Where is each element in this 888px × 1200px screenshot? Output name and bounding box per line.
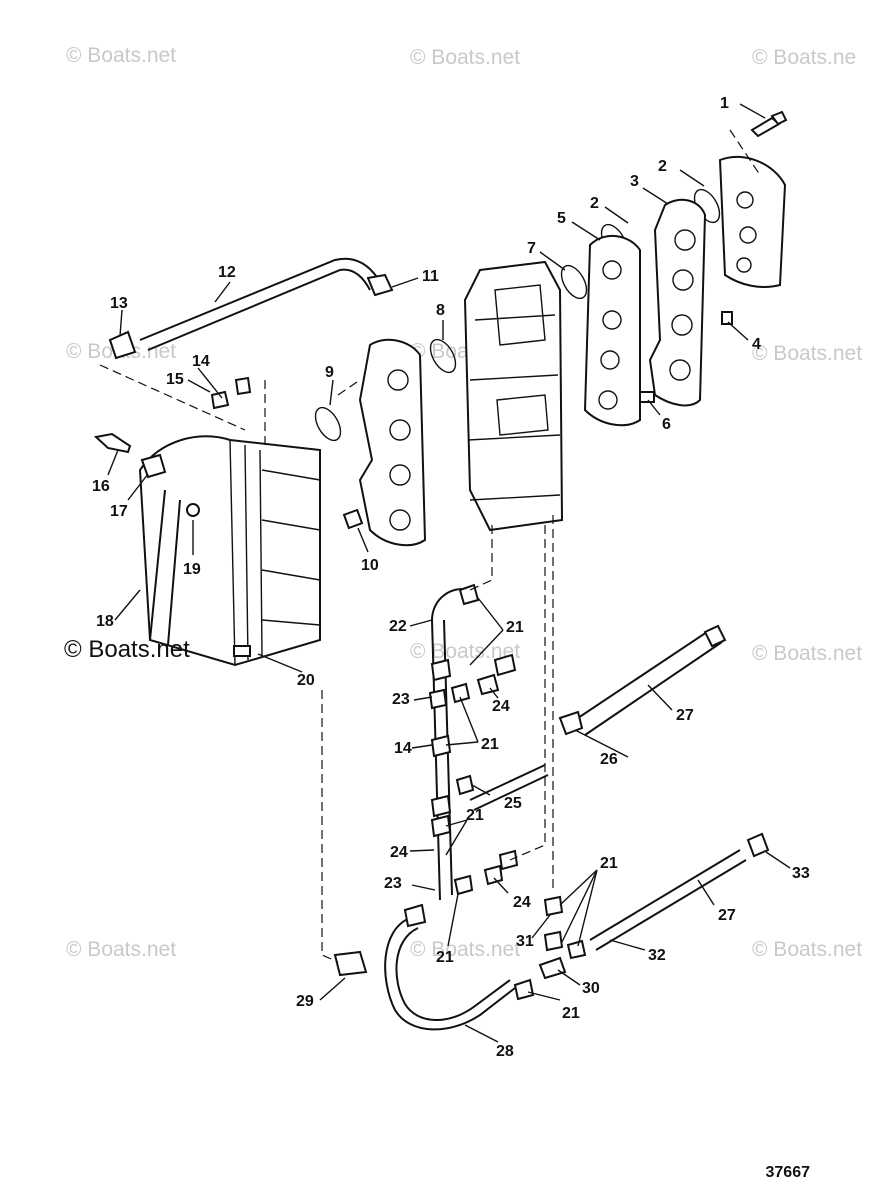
callout-10: 10 [361,557,379,574]
callout-6: 6 [662,416,671,433]
callout-21: 21 [481,736,499,753]
callout-32: 32 [648,947,666,964]
callout-1: 1 [720,95,729,112]
callout-27: 27 [676,707,694,724]
callout-24: 24 [390,844,408,861]
callout-20: 20 [297,672,315,689]
callout-16: 16 [92,478,110,495]
watermark: © Boats.net [752,938,863,961]
callout-2: 2 [658,158,667,175]
watermark: © Boats.ne [752,46,857,69]
callout-11: 11 [422,268,439,285]
callout-12: 12 [218,264,236,281]
fuel-loop-28 [384,903,535,1031]
leader-lines [107,103,791,1043]
callout-25: 25 [504,795,522,812]
breather-hose [108,257,394,410]
watermark: © Boats.net [752,342,863,365]
cover-screw [93,432,251,657]
fuel-hose-vertical [428,583,519,901]
callout-14: 14 [192,353,210,370]
fuel-line-25 [469,764,549,811]
callout-14: 14 [394,740,412,757]
bolt [750,110,788,138]
callout-2: 2 [590,195,599,212]
callout-31: 31 [516,933,534,950]
callout-23: 23 [392,691,410,708]
watermark: © Boats.net [66,44,177,67]
callout-30: 30 [582,980,600,997]
hose-loop-left [149,489,181,646]
callout-23: 23 [384,875,402,892]
adapter-plate [648,198,707,407]
fuel-line-27-upper [558,624,727,736]
callout-labels: 1 2 3 2 5 7 4 6 8 9 10 11 12 13 14 15 16… [92,95,810,1060]
watermark: © Boats.net [410,640,521,663]
watermark: © Boats.net [410,46,521,69]
callout-26: 26 [600,751,618,768]
callout-19: 19 [183,561,201,578]
gasket-plate [583,234,641,427]
callout-33: 33 [792,865,810,882]
callout-18: 18 [96,613,114,630]
callout-8: 8 [436,302,445,319]
callout-4: 4 [752,336,761,353]
callout-5: 5 [557,210,566,227]
callout-9: 9 [325,364,334,381]
assembly-lines [99,129,761,963]
callout-27: 27 [718,907,736,924]
callout-24: 24 [513,894,531,911]
callout-28: 28 [496,1043,514,1060]
small-fitting [342,311,733,530]
main-watermark: © Boats.net [64,636,190,663]
tee-fitting [333,895,587,980]
callout-21: 21 [600,855,618,872]
callout-24: 24 [492,698,510,715]
watermark: © Boats.net [410,938,521,961]
callout-7: 7 [527,240,536,257]
reference-number: 37667 [765,1164,811,1181]
cylinder-block-fragment [718,155,787,288]
callout-17: 17 [110,503,128,520]
air-silencer-cover [138,435,321,667]
callout-21: 21 [436,949,454,966]
callout-21: 21 [506,619,524,636]
fuel-line-27-lower [589,832,770,951]
callout-13: 13 [110,295,128,312]
reed-plate [358,338,427,547]
intake-manifold [463,260,564,532]
callout-21: 21 [562,1005,580,1022]
watermark: © Boats.net [752,642,863,665]
callout-29: 29 [296,993,314,1010]
callout-22: 22 [389,618,407,635]
callout-15: 15 [166,371,184,388]
callout-3: 3 [630,173,639,190]
watermark: © Boats.net [66,938,177,961]
callout-21: 21 [466,807,484,824]
